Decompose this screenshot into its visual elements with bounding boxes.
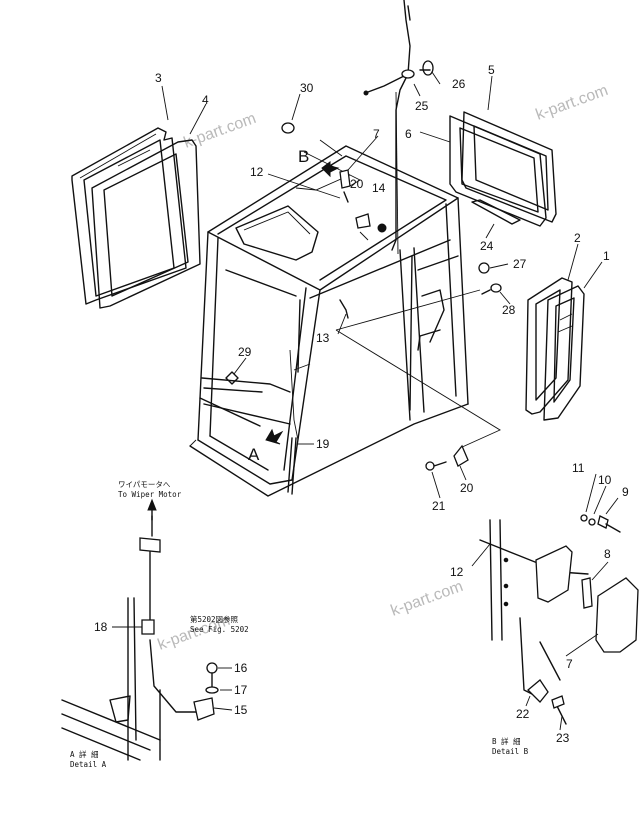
wiper-arrow [147, 498, 157, 521]
callout-8: 8 [604, 547, 611, 561]
callout-18: 18 [94, 620, 108, 634]
detail-notes: ワイパモータへ To Wiper Motor 第5202図参照 See Fig.… [70, 480, 529, 769]
ref-note-en: See Fig. 5202 [190, 625, 249, 634]
callout-24: 24 [480, 239, 494, 253]
callout-1: 1 [603, 249, 610, 263]
callout-20b: 20 [460, 481, 474, 495]
watermark-detail-b: k-part.com [389, 578, 466, 620]
right-window-glass [543, 285, 585, 421]
roof-small-parts [339, 169, 387, 319]
callout-7b: 7 [566, 657, 573, 671]
callout-20a: 20 [350, 177, 364, 191]
part-27-nut [478, 262, 490, 274]
part-19-harness [287, 349, 299, 495]
callout-4: 4 [202, 93, 209, 107]
ref-note-jp: 第5202図参照 [190, 614, 239, 624]
callout-leaders [112, 71, 619, 731]
part-30-cap [281, 122, 295, 134]
callout-9: 9 [622, 485, 629, 499]
watermark-top: k-part.com [182, 110, 259, 152]
callout-17: 17 [234, 683, 248, 697]
callout-28: 28 [502, 303, 516, 317]
callout-6: 6 [405, 127, 412, 141]
part-29-clip [225, 371, 239, 385]
detail-b-en: Detail B [492, 747, 529, 756]
wiper-note-en: To Wiper Motor [118, 490, 182, 499]
cab-frame [189, 145, 469, 497]
callout-23: 23 [556, 731, 570, 745]
callout-11: 11 [572, 461, 585, 475]
callout-12a: 12 [250, 165, 264, 179]
detail-a-drawing [61, 515, 219, 761]
detail-a-en: Detail A [70, 760, 107, 769]
view-letter-b: B [298, 147, 309, 166]
callout-29: 29 [238, 345, 252, 359]
callout-25: 25 [415, 99, 429, 113]
callout-2: 2 [574, 231, 581, 245]
watermark-right: k-part.com [534, 82, 611, 124]
callout-30: 30 [300, 81, 314, 95]
callout-27: 27 [513, 257, 527, 271]
callout-21: 21 [432, 499, 446, 513]
leader-lines [295, 91, 501, 449]
callout-13: 13 [316, 331, 330, 345]
callout-5: 5 [488, 63, 495, 77]
callout-14: 14 [372, 181, 386, 195]
wiper-note-jp: ワイパモータへ [118, 480, 171, 489]
view-arrow-a [265, 428, 284, 445]
callout-16: 16 [234, 661, 248, 675]
right-window-seal [525, 277, 573, 415]
callout-19: 19 [316, 437, 330, 451]
part-26-bolt [419, 60, 434, 76]
callout-10: 10 [598, 473, 612, 487]
part-20-bracket [453, 444, 469, 467]
callout-22: 22 [516, 707, 530, 721]
callout-12b: 12 [450, 565, 464, 579]
view-arrow-b [321, 161, 340, 178]
callout-3: 3 [155, 71, 162, 85]
part-28-bolt [481, 283, 502, 295]
detail-b-drawing [479, 514, 639, 725]
antenna-wire [363, 0, 415, 251]
callout-numbers: 3 4 30 7 12 20 14 25 26 5 6 24 2 1 27 28… [94, 63, 629, 745]
view-letter-a: A [248, 445, 260, 464]
left-window-seal [91, 139, 201, 309]
callout-7a: 7 [373, 127, 380, 141]
detail-a-jp: A 詳 細 [70, 749, 99, 759]
callout-15: 15 [234, 703, 248, 717]
left-window-glass [71, 127, 187, 305]
part-21-screw [425, 461, 447, 471]
callout-26: 26 [452, 77, 466, 91]
rear-window-seal [449, 115, 547, 227]
detail-b-jp: B 詳 細 [492, 736, 521, 746]
